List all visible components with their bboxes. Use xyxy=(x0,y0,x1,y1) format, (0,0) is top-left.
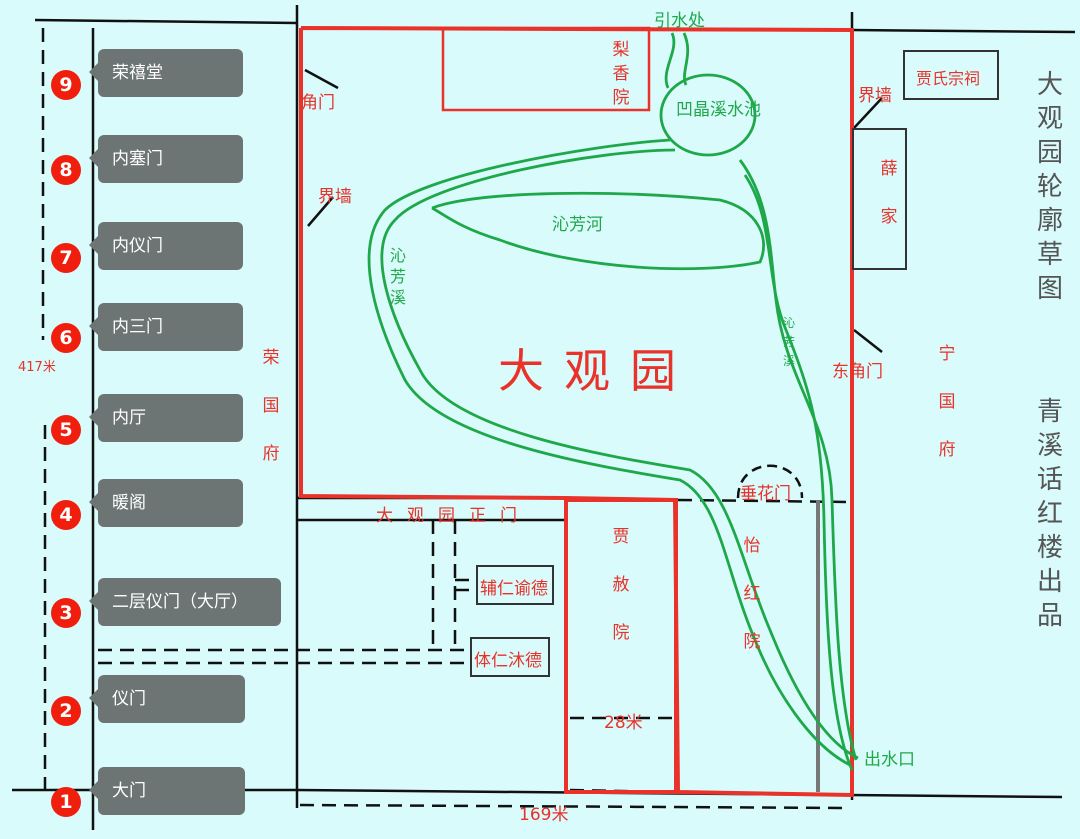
main-gate-label: 大观园正门 xyxy=(376,506,531,526)
garden-title: 大观园 xyxy=(498,344,696,398)
gate-yimen: 仪门 xyxy=(89,675,245,723)
corner-gate-label: 角门 xyxy=(301,93,335,113)
gate-nuange: 暖阁 xyxy=(89,479,243,527)
furen-label: 辅仁谕德 xyxy=(480,579,548,599)
east-corner-gate-label: 东角门 xyxy=(832,362,883,382)
gate-number-9: 9 xyxy=(51,70,81,100)
boundary-wall-left: 界墙 xyxy=(318,187,352,207)
boundary-wall-right: 界墙 xyxy=(858,86,892,106)
gate-number-8: 8 xyxy=(51,155,81,185)
gate-number-4: 4 xyxy=(51,500,81,530)
tiren-label: 体仁沐德 xyxy=(474,651,542,671)
yihong-courtyard-label: 怡红院 xyxy=(743,536,761,652)
jiashe-courtyard-label: 贾赦院 xyxy=(612,527,630,643)
side-title: 大观园轮廓草图 xyxy=(1036,70,1063,304)
furen-box xyxy=(476,565,554,605)
pond-label: 凹晶溪水池 xyxy=(676,100,761,120)
gate-rongxi-hall: 荣禧堂 xyxy=(89,49,243,97)
gate-neisai: 内塞门 xyxy=(89,135,243,183)
stream-left-label: 沁芳溪 xyxy=(389,246,406,307)
rongguo-mansion-label: 荣国府 xyxy=(262,348,280,464)
water-inlet-label: 引水处 xyxy=(654,11,705,31)
river-label: 沁芳河 xyxy=(552,215,603,235)
xue-family-label: 薛家 xyxy=(880,159,898,227)
gate-neiyi: 内仪门 xyxy=(89,222,243,270)
chuihua-gate-label: 垂花门 xyxy=(740,484,791,504)
stream-right-label: 沁芳溪 xyxy=(782,316,795,368)
tiren-box xyxy=(470,637,550,677)
gate-number-5: 5 xyxy=(51,415,81,445)
ningguo-mansion-label: 宁国府 xyxy=(938,344,956,460)
water-outlet-label: 出水口 xyxy=(864,750,915,770)
xue-family-box xyxy=(852,128,907,270)
gate-number-6: 6 xyxy=(51,323,81,353)
jia-shrine-box xyxy=(903,50,999,100)
lixiang-courtyard-label: 梨香院 xyxy=(612,40,630,108)
gate-number-1: 1 xyxy=(51,787,81,817)
gate-number-3: 3 xyxy=(51,598,81,628)
jia-shrine-label: 贾氏宗祠 xyxy=(916,69,981,88)
gate-number-2: 2 xyxy=(51,696,81,726)
distance-bottom-label: 169米 xyxy=(519,805,569,825)
side-author: 青溪话红楼出品 xyxy=(1036,397,1063,631)
gate-number-7: 7 xyxy=(51,243,81,273)
gate-main: 大门 xyxy=(89,767,245,815)
gate-neiting: 内厅 xyxy=(89,394,243,442)
gate-neisan: 内三门 xyxy=(89,303,243,351)
distance-left-label: 417米 xyxy=(18,360,56,375)
distance-inner-label: 28米 xyxy=(604,713,643,733)
gate-second-yimen: 二层仪门（大厅） xyxy=(89,578,281,626)
